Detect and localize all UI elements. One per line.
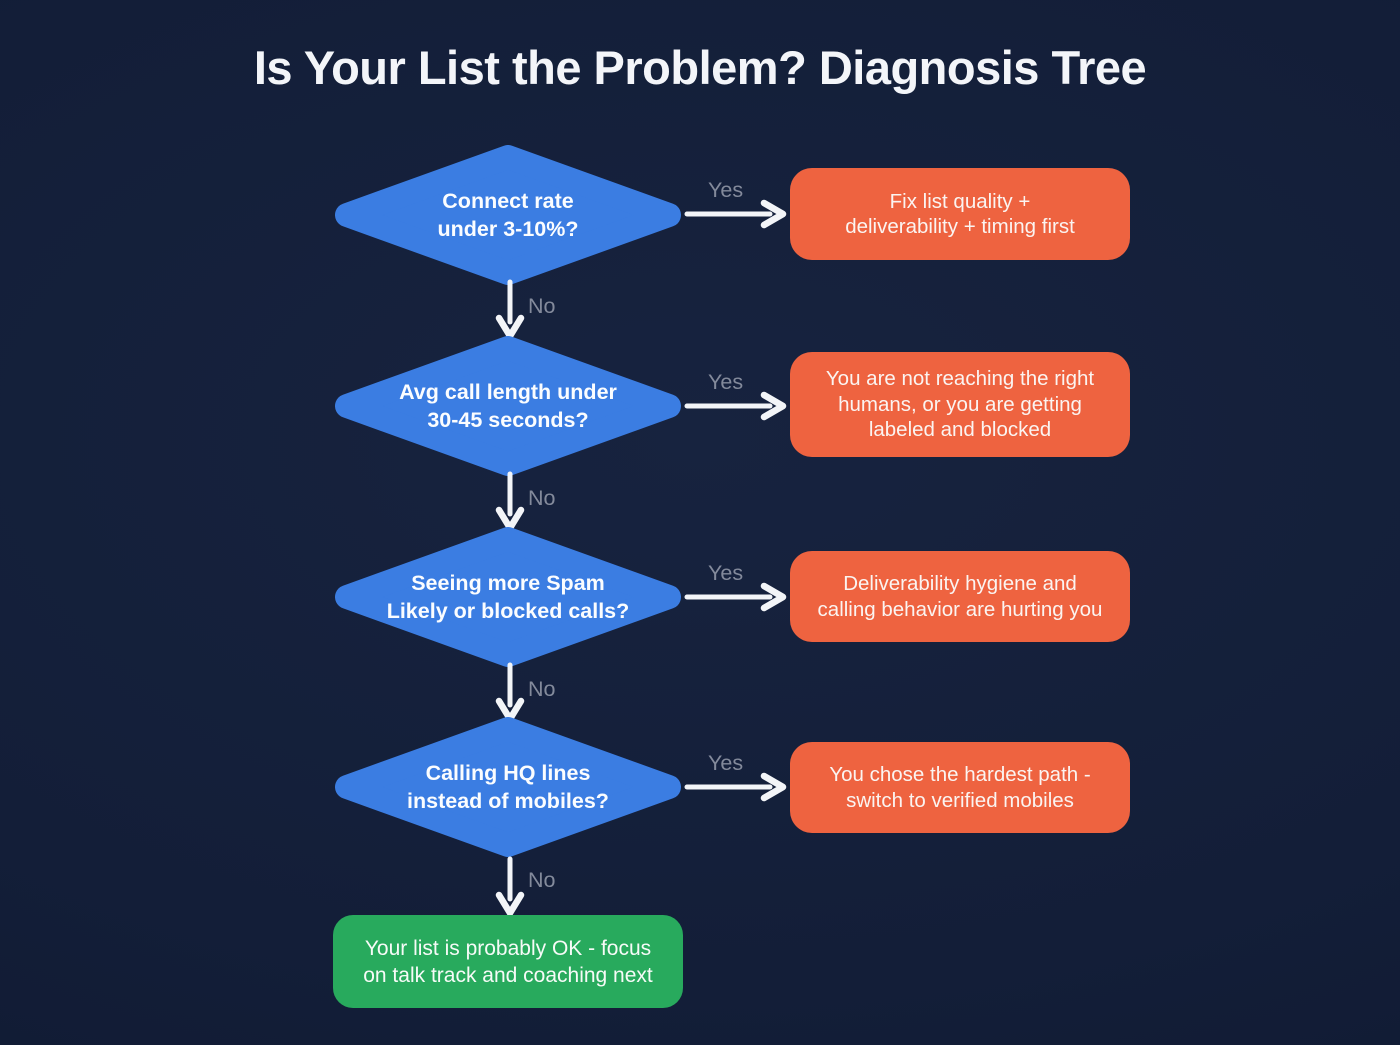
outcome-label-line: Deliverability hygiene and <box>843 572 1077 595</box>
decision-label-line: under 3-10%? <box>437 217 579 241</box>
decision-label-line: Likely or blocked calls? <box>386 599 630 623</box>
page-title: Is Your List the Problem? Diagnosis Tree <box>253 41 1147 94</box>
decision-label-line: 30-45 seconds? <box>427 408 589 432</box>
decision-label-line: Avg call length under <box>399 380 617 404</box>
no-arrow-4 <box>495 856 525 917</box>
yes-arrow-3 <box>684 582 787 612</box>
outcome-label-line: humans, or you are getting <box>838 392 1082 416</box>
yes-label-4: Yes <box>708 751 744 775</box>
decision-label-connect-rate: Connect rate under 3-10%? <box>333 145 683 285</box>
outcome-label-line: You chose the hardest path - <box>829 763 1091 786</box>
outcome-label-line: Fix list quality + <box>889 189 1031 213</box>
outcome-label-line: calling behavior are hurting you <box>817 597 1103 621</box>
decision-label-hq-lines: Calling HQ lines instead of mobiles? <box>333 717 683 857</box>
no-arrow-2 <box>495 471 525 532</box>
no-label-2: No <box>528 486 556 510</box>
outcome-label-line: deliverability + timing first <box>845 215 1075 238</box>
no-label-4: No <box>528 868 556 892</box>
yes-arrow-4 <box>684 772 787 802</box>
no-label-1: No <box>528 294 556 318</box>
decision-label-line: Seeing more Spam <box>411 571 605 595</box>
outcome-node-fix-list-quality: Fix list quality + deliverability + timi… <box>790 168 1130 260</box>
no-label-3: No <box>528 677 556 701</box>
final-outcome-label-line: Your list is probably OK - focus <box>364 936 652 960</box>
outcome-node-not-reaching-humans: You are not reaching the right humans, o… <box>790 352 1130 457</box>
decision-node-spam-likely <box>335 527 681 667</box>
outcome-label-line: switch to verified mobiles <box>846 788 1074 812</box>
decision-label-line: Calling HQ lines <box>425 761 591 785</box>
decision-label-call-length: Avg call length under 30-45 seconds? <box>333 336 683 476</box>
yes-arrow-2 <box>684 391 787 421</box>
yes-label-2: Yes <box>708 370 744 394</box>
decision-node-call-length <box>335 336 681 476</box>
no-arrow-1 <box>495 279 525 340</box>
decision-label-spam-likely: Seeing more Spam Likely or blocked calls… <box>333 527 683 667</box>
final-outcome-node-list-ok: Your list is probably OK - focus on talk… <box>333 915 683 1008</box>
decision-node-connect-rate <box>335 145 681 285</box>
no-arrow-3 <box>495 662 525 723</box>
outcome-node-hardest-path: You chose the hardest path - switch to v… <box>790 742 1130 833</box>
yes-label-3: Yes <box>708 561 744 585</box>
yes-label-1: Yes <box>708 178 744 202</box>
final-outcome-label-line: on talk track and coaching next <box>363 963 653 987</box>
outcome-label-line: labeled and blocked <box>868 418 1052 442</box>
yes-arrow-1 <box>684 199 787 229</box>
decision-node-hq-lines <box>335 717 681 857</box>
decision-label-line: instead of mobiles? <box>407 789 609 813</box>
outcome-label-line: You are not reaching the right <box>825 367 1095 391</box>
outcome-node-deliverability-hygiene: Deliverability hygiene and calling behav… <box>790 551 1130 642</box>
decision-label-line: Connect rate <box>442 189 574 213</box>
